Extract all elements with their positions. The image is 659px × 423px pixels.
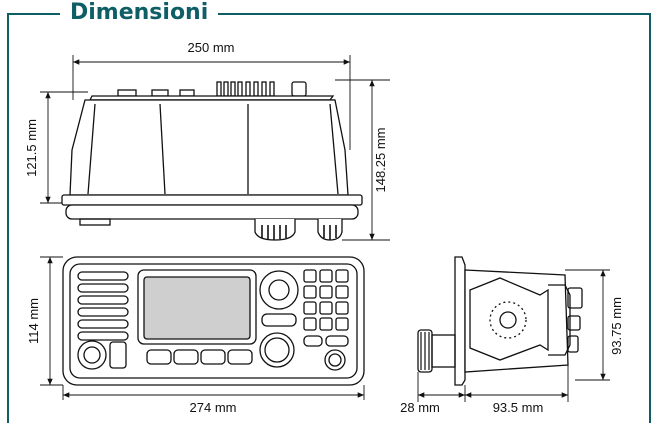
panel-border	[7, 13, 651, 423]
side-body-depth-label: 93.5 mm	[493, 400, 544, 415]
top-total-height-label: 148.25 mm	[373, 127, 388, 192]
front-width-label: 274 mm	[190, 400, 237, 415]
top-body-height-label: 121.5 mm	[24, 119, 39, 177]
front-view-dimensions	[40, 256, 365, 400]
top-view-dimensions	[40, 55, 390, 241]
front-view-drawing	[62, 256, 365, 386]
keypad	[303, 269, 349, 331]
side-view-drawing	[417, 256, 583, 386]
front-height-label: 114 mm	[26, 298, 41, 344]
top-view-drawing	[61, 81, 363, 241]
side-height-label: 93.75 mm	[609, 297, 624, 355]
side-knob-depth-label: 28 mm	[400, 400, 440, 415]
top-key-fins	[216, 81, 275, 97]
side-view-dimensions	[417, 269, 610, 402]
top-width-label: 250 mm	[188, 40, 235, 55]
section-title: Dimensioni	[60, 0, 219, 28]
speaker-grille	[77, 271, 129, 341]
